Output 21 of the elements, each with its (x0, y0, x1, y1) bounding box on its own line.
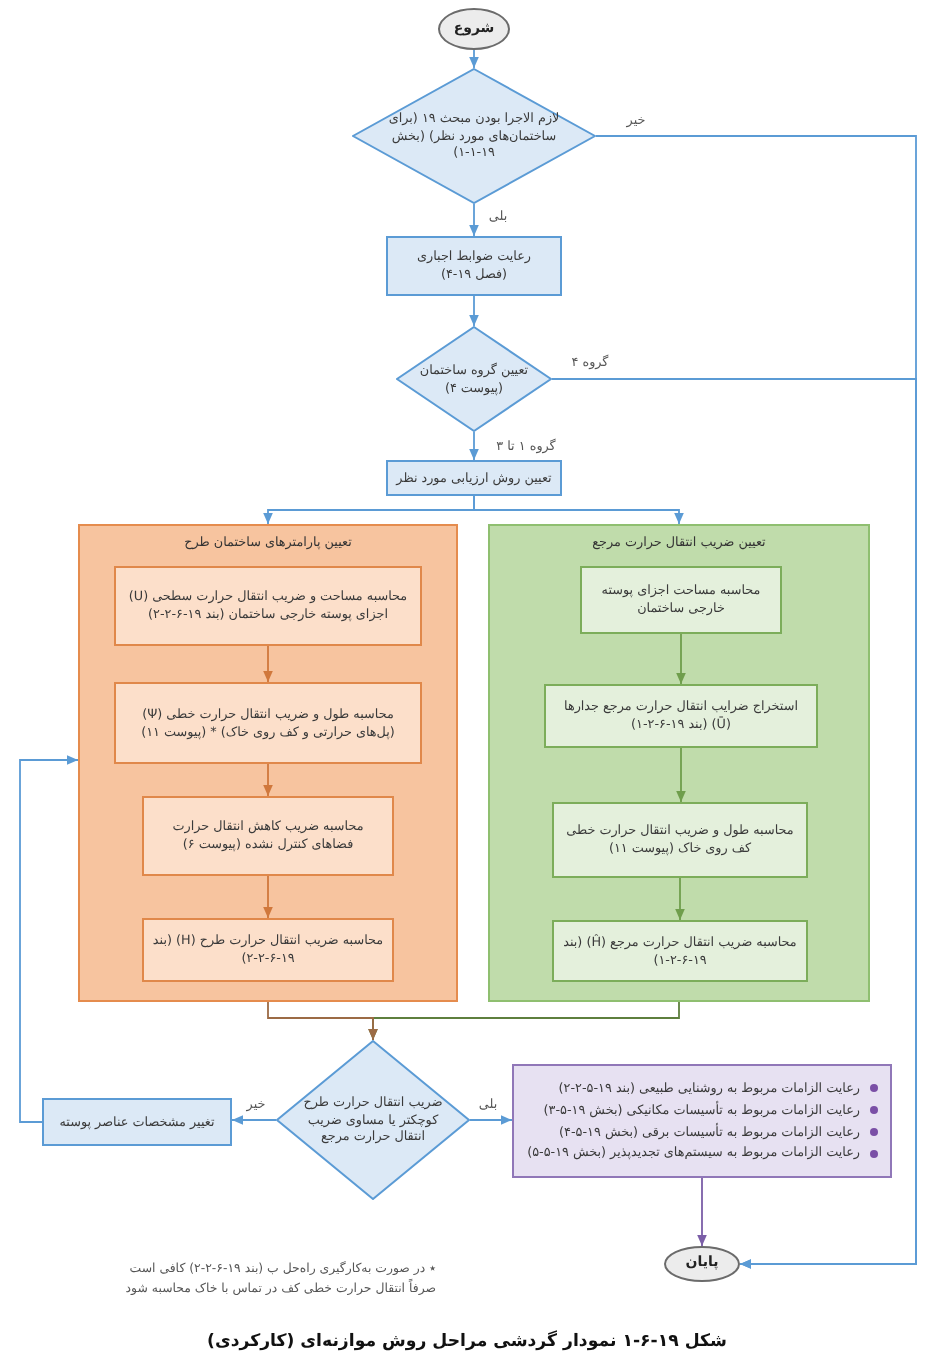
connector-arrow (676, 747, 686, 803)
connector-arrow (267, 1001, 378, 1041)
group-panel (78, 524, 458, 1002)
connector-arrow (676, 633, 686, 685)
connector-arrow (551, 378, 917, 1269)
connector-arrow (263, 763, 273, 797)
connector-arrow (697, 1177, 707, 1247)
connector-arrow (263, 645, 273, 683)
connector-arrow (19, 755, 79, 1123)
connector-arrow (469, 431, 479, 461)
connector-arrow (675, 877, 685, 921)
connector-arrow (469, 49, 479, 69)
connector-arrow (263, 495, 475, 525)
connector-arrow (469, 203, 479, 237)
connector-arrow (263, 875, 273, 919)
connector-arrow (469, 295, 479, 327)
connector-arrow (469, 1115, 513, 1125)
figure-caption: شکل ۱۹-۶-۱ نمودار گردشی مراحل روش موازنه‌ای (کارکردی) (207, 1332, 727, 1352)
requirements-box (512, 1064, 892, 1178)
connector-arrow (231, 1115, 277, 1125)
group-panel (488, 524, 870, 1002)
